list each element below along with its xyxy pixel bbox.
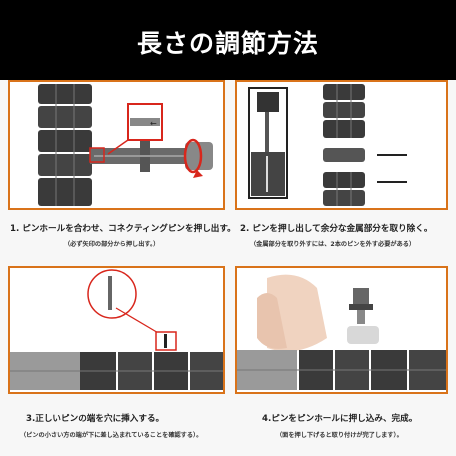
step-1-note: （必ず矢印の部分から押し出す。）: [64, 241, 160, 248]
step-3-image: [8, 266, 225, 394]
clasp-band: [10, 352, 223, 390]
clasp-band: [237, 350, 446, 390]
step-1-illustration: ←: [38, 84, 213, 206]
svg-text:←: ←: [150, 119, 157, 128]
step-1-caption: 1. ピンホールを合わせ、コネクティングピンを押し出す。: [10, 224, 236, 234]
step-4-note: （面を押し下げると取り付けが完了します）。: [276, 432, 403, 439]
header-bar: 長さの調節方法: [0, 0, 456, 80]
step-3-caption: 3.正しいピンの端を穴に挿入する。: [26, 414, 165, 424]
pin-remover-tool: [248, 87, 288, 199]
step-3-note: （ピンの小さい方の端が下に差し込まれていることを確認する）。: [20, 432, 203, 439]
step-2-caption: 2. ピンを押し出して余分な金属部分を取り除く。: [240, 224, 433, 234]
step-3-illustration: [10, 269, 223, 390]
step-2-note: （金属部分を取り外すには、2本のピンを外す必要がある）: [250, 241, 416, 248]
removed-link: [323, 148, 407, 162]
band-top: [323, 84, 365, 138]
band-bottom: [323, 172, 407, 206]
zoom-inset: ←: [89, 103, 163, 163]
step-1-image: ←: [8, 80, 225, 210]
hand: [257, 274, 327, 352]
step-4-illustration: [237, 274, 446, 390]
pin-closeup: [347, 288, 379, 344]
pin-inset: [87, 269, 161, 335]
step-4-image: [235, 266, 448, 394]
hole-inset: [155, 331, 177, 351]
step-4-caption: 4.ピンをピンホールに押し込み、完成。: [262, 414, 418, 424]
band-links: [38, 84, 92, 206]
step-2-illustration: [248, 84, 407, 206]
step-2-image: [235, 80, 448, 210]
page-title: 長さの調節方法: [136, 29, 319, 58]
pin-tool: [90, 138, 213, 178]
